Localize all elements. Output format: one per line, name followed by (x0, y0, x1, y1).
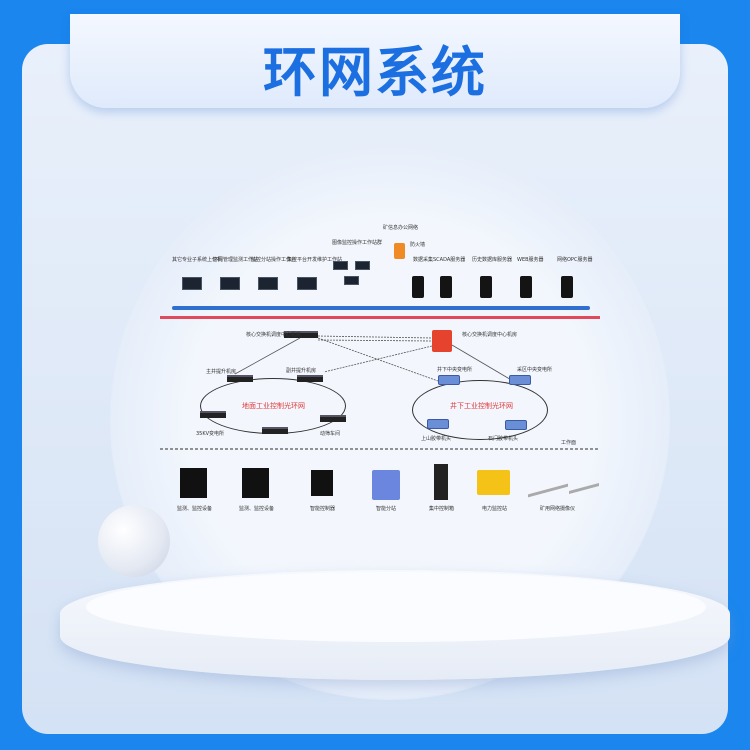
platform-top (86, 572, 706, 642)
node-label: 监控分站操作工作台 (251, 257, 297, 263)
server-icon (520, 276, 532, 298)
node-label: 历史数据库服务器 (472, 257, 513, 263)
workface-label: 工作面 (561, 440, 577, 446)
laptop-icon (333, 261, 348, 270)
server-icon (440, 276, 452, 298)
ring-node-label: 石门胶带机头 (488, 436, 519, 442)
device-label: 智能分站 (376, 506, 397, 512)
ring-right (412, 380, 548, 440)
server-icon (561, 276, 573, 298)
monitor-device-icon (242, 468, 269, 498)
node-label: 数据采集SCADA服务器 (413, 257, 466, 263)
core-right-label: 核心交换机调度中心机房 (462, 332, 518, 338)
ring-node-label: 主井提升机房 (206, 369, 237, 375)
core-left-label: 核心交换机调度中心机房 (246, 332, 302, 338)
ring-switch-icon (505, 420, 527, 430)
ring-node-label: 采区中央变电所 (517, 367, 553, 373)
ring-switch-icon (509, 375, 531, 385)
ring-node-label: 副井提升机房 (286, 368, 317, 374)
node-label: 集控平台开发维护工作站 (287, 257, 343, 263)
title-tab (70, 14, 680, 108)
device-label: 监测、监控设备 (239, 506, 275, 512)
ring-node-label: 动筛车间 (320, 431, 341, 437)
ring-node-label: 35KV变电所 (196, 431, 225, 437)
laptop-icon (258, 277, 278, 290)
power-monitor-icon (477, 470, 510, 495)
laptop-icon (182, 277, 202, 290)
firewall-icon (394, 243, 405, 259)
ring-node-label: 上山胶带机头 (421, 436, 452, 442)
core-switch-icon (284, 331, 318, 338)
device-label: 矿用网络摄像仪 (540, 506, 576, 512)
ring-left-label: 地面工业控制光环网 (242, 402, 305, 410)
device-label: 电力监控站 (482, 506, 508, 512)
node-label: WEB服务器 (517, 257, 544, 263)
node-label: 图像监控操作工作站群 (332, 240, 383, 246)
switch-icon (320, 415, 346, 422)
node-label: 其它专业子系统上位机 (172, 257, 223, 263)
laptop-icon (297, 277, 317, 290)
device-label: 集中控制箱 (429, 506, 455, 512)
ring-right-label: 井下工业控制光环网 (450, 402, 513, 410)
laptop-icon (220, 277, 240, 290)
ring-switch-icon (427, 419, 449, 429)
device-label: 监测、监控设备 (177, 506, 213, 512)
switch-icon (200, 411, 226, 418)
laptop-icon (355, 261, 370, 270)
ring-switch-icon (438, 375, 460, 385)
monitor-device-icon (180, 468, 207, 498)
switch-icon (227, 375, 253, 382)
core-switch-icon (432, 330, 452, 352)
blue-bus (172, 306, 590, 310)
server-icon (412, 276, 424, 298)
substation-icon (372, 470, 400, 500)
device-label: 智能控制器 (310, 506, 336, 512)
laptop-icon (344, 276, 359, 285)
node-label: 环网管理监测工作站 (213, 257, 259, 263)
decorative-sphere (98, 505, 170, 577)
office-network-label: 矿信息办公网络 (383, 225, 419, 231)
ring-node-label: 井下中央变电所 (437, 367, 473, 373)
switch-icon (262, 427, 288, 434)
control-box-icon (434, 464, 448, 500)
node-label: 网络OPC服务器 (557, 257, 593, 263)
red-bus (160, 316, 600, 319)
firewall-label: 防火墙 (410, 242, 426, 248)
switch-icon (297, 375, 323, 382)
controller-icon (311, 470, 333, 496)
page-title: 环网系统 (263, 41, 487, 104)
server-icon (480, 276, 492, 298)
